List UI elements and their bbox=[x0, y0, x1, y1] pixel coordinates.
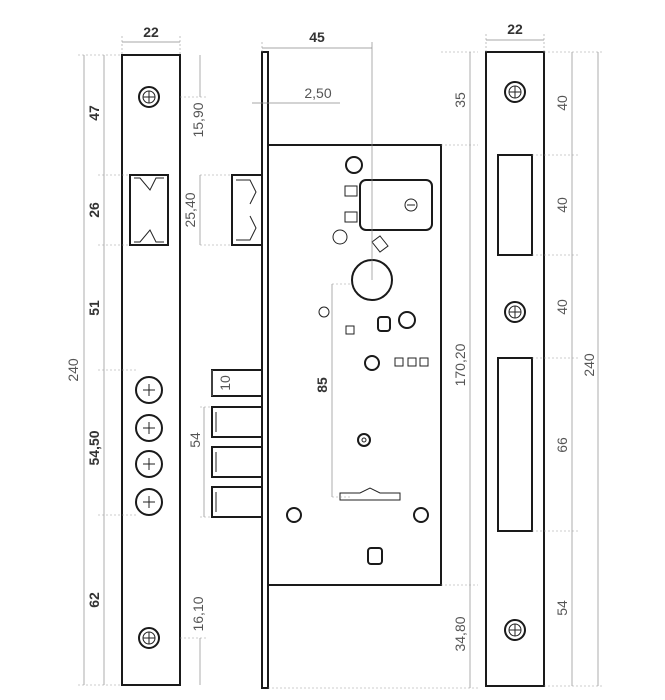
right-strike-plate bbox=[485, 51, 545, 687]
faceplate-width-label: 22 bbox=[143, 24, 159, 40]
bolt-stack-label: 54 bbox=[187, 432, 203, 448]
strike-latch-opening bbox=[497, 154, 533, 256]
bottom-margin-label: 34,80 bbox=[452, 616, 468, 651]
bolt-holes bbox=[135, 376, 163, 516]
lock-mechanism bbox=[286, 156, 433, 565]
bolt-width-label: 10 bbox=[217, 375, 233, 391]
strike-dim-40c-label: 40 bbox=[554, 299, 570, 315]
latch-opening bbox=[129, 174, 169, 246]
bolt-hole-icon bbox=[135, 376, 163, 404]
strike-dim-54-label: 54 bbox=[554, 600, 570, 616]
left-faceplate bbox=[121, 54, 181, 686]
dim-51-label: 51 bbox=[86, 300, 102, 316]
screw-top-offset-label: 15,90 bbox=[190, 102, 206, 137]
top-margin-label: 35 bbox=[452, 92, 468, 108]
plate-thickness-label: 2,50 bbox=[304, 85, 331, 101]
strike-dim-40a-label: 40 bbox=[554, 95, 570, 111]
strike-bolt-opening bbox=[497, 357, 533, 532]
deadbolts bbox=[211, 369, 263, 518]
faceplate-top-screw-icon bbox=[138, 86, 160, 108]
strike-mid-screw-icon bbox=[504, 301, 526, 323]
strike-dim-40b-label: 40 bbox=[554, 197, 570, 213]
left-faceplate-dimensions: 22 47 26 51 54,50 62 240 15,90 25,40 16,… bbox=[65, 24, 232, 686]
faceplate-height-label: 240 bbox=[65, 358, 81, 382]
strike-height-label: 240 bbox=[581, 353, 597, 377]
dim-26-label: 26 bbox=[86, 202, 102, 218]
dim-5450-label: 54,50 bbox=[86, 430, 102, 465]
latch-bolt bbox=[231, 174, 263, 246]
bolt-hole-icon bbox=[135, 414, 163, 442]
dim-62-label: 62 bbox=[86, 592, 102, 608]
bolt-hole-icon bbox=[135, 488, 163, 516]
backset-label: 45 bbox=[309, 29, 325, 45]
latch-height-label: 25,40 bbox=[182, 192, 198, 227]
strike-dim-66-label: 66 bbox=[554, 437, 570, 453]
screw-bottom-offset-label: 16,10 bbox=[190, 596, 206, 631]
dim-47-label: 47 bbox=[86, 105, 102, 121]
cylinder-distance-label: 85 bbox=[314, 377, 330, 393]
faceplate-bottom-screw-icon bbox=[138, 627, 160, 649]
strike-bottom-screw-icon bbox=[504, 619, 526, 641]
lock-body-dimensions: 45 2,50 35 170,20 34,80 85 10 54 bbox=[187, 29, 478, 689]
bolt-hole-icon bbox=[135, 450, 163, 478]
lock-body bbox=[211, 51, 442, 689]
right-strike-dimensions: 22 40 40 40 66 54 240 bbox=[485, 21, 604, 687]
strike-width-label: 22 bbox=[507, 21, 523, 37]
strike-top-screw-icon bbox=[504, 81, 526, 103]
case-height-label: 170,20 bbox=[452, 343, 468, 386]
